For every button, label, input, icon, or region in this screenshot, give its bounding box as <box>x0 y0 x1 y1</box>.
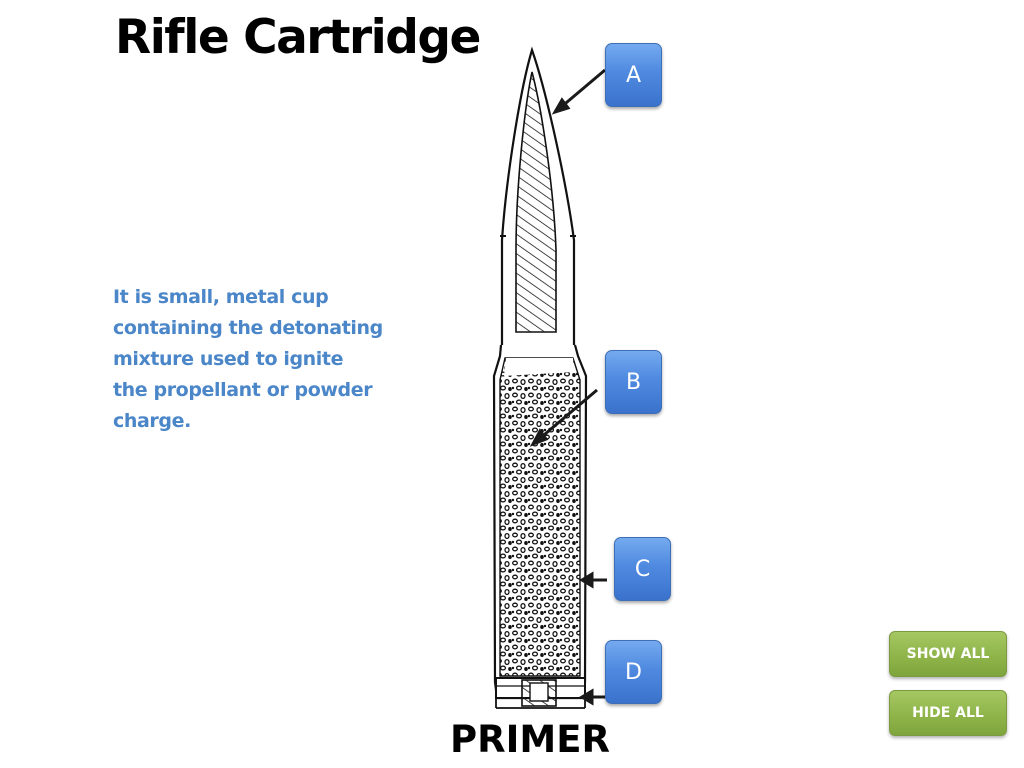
label-a-button[interactable]: A <box>605 43 662 107</box>
description-text: It is small, metal cup containing the de… <box>113 286 383 432</box>
label-d-button[interactable]: D <box>605 640 662 704</box>
bullet-core <box>515 71 557 333</box>
slide-title: Rifle Cartridge <box>115 10 481 65</box>
answer-text: PRIMER <box>450 718 610 761</box>
pointer-arrows <box>529 68 607 706</box>
arrow-a <box>559 68 606 110</box>
arrow-b <box>537 388 598 442</box>
show-all-button[interactable]: SHOW ALL <box>889 631 1007 677</box>
label-b-button[interactable]: B <box>605 350 662 414</box>
hide-all-button[interactable]: HIDE ALL <box>889 690 1007 736</box>
label-c-button[interactable]: C <box>614 537 671 601</box>
